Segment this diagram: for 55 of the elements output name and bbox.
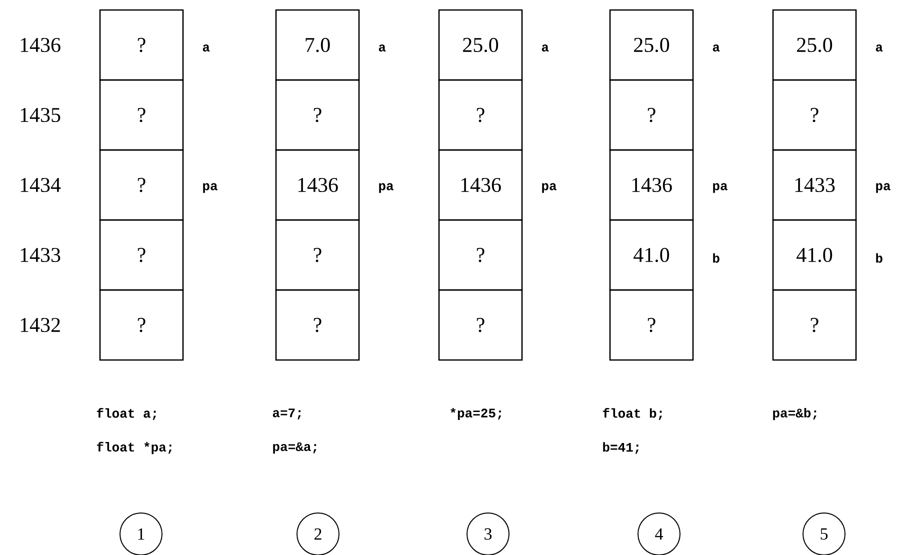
memory-cell: 25.0 [609, 9, 694, 81]
step-number: 5 [802, 512, 846, 555]
memory-cell: 41.0 [609, 219, 694, 291]
memory-cell: ? [99, 9, 184, 81]
code-line: pa=&a; [273, 442, 316, 454]
variable-name: pa [379, 183, 394, 193]
code-line: *pa=25; [450, 408, 502, 420]
memory-cell: ? [99, 219, 184, 291]
variable-name: b [876, 253, 882, 263]
code-line: float a; [96, 408, 156, 420]
memory-address: 1434 [20, 178, 61, 192]
memory-cell: 7.0 [275, 9, 360, 81]
code-line: float *pa; [96, 442, 172, 454]
variable-name: a [542, 44, 549, 52]
memory-cell: 25.0 [772, 9, 857, 81]
memory-cell: ? [609, 79, 694, 151]
memory-cell: ? [275, 219, 360, 291]
memory-cell: ? [438, 219, 523, 291]
variable-name: pa [713, 183, 728, 193]
memory-cell: ? [99, 79, 184, 151]
variable-name: pa [876, 183, 890, 193]
step-number: 1 [120, 512, 162, 555]
memory-cell: 1436 [438, 149, 523, 221]
variable-name: a [378, 44, 386, 52]
variable-name: pa [203, 183, 218, 193]
memory-cell: ? [99, 149, 184, 221]
step-number: 2 [296, 512, 340, 555]
memory-cell: ? [772, 289, 857, 361]
code-line: a=7; [272, 408, 301, 420]
memory-address: 1433 [20, 248, 60, 262]
memory-cell: 1436 [275, 149, 360, 221]
memory-cell: 1436 [609, 149, 694, 221]
memory-cell: ? [438, 289, 523, 361]
variable-name: a [876, 44, 883, 52]
memory-cell: ? [772, 79, 857, 151]
memory-address: 1435 [20, 108, 60, 122]
step-number: 4 [638, 512, 680, 555]
memory-cell: ? [438, 79, 523, 151]
memory-cell: ? [609, 289, 694, 361]
memory-cell: ? [99, 289, 184, 361]
variable-name: b [713, 253, 720, 263]
memory-address: 1432 [20, 318, 60, 332]
variable-name: pa [542, 183, 556, 193]
code-line: b=41; [603, 442, 639, 454]
code-line: pa=&b; [773, 408, 816, 420]
step-number: 3 [466, 512, 510, 555]
variable-name: a [712, 44, 720, 52]
memory-cell: 25.0 [438, 9, 523, 81]
memory-cell: ? [275, 289, 360, 361]
memory-address: 1436 [20, 38, 60, 52]
memory-cell: ? [275, 79, 360, 151]
memory-cell: 41.0 [772, 219, 857, 291]
memory-cell: 1433 [772, 149, 857, 221]
variable-name: a [202, 44, 210, 52]
code-line: float b; [602, 408, 662, 420]
